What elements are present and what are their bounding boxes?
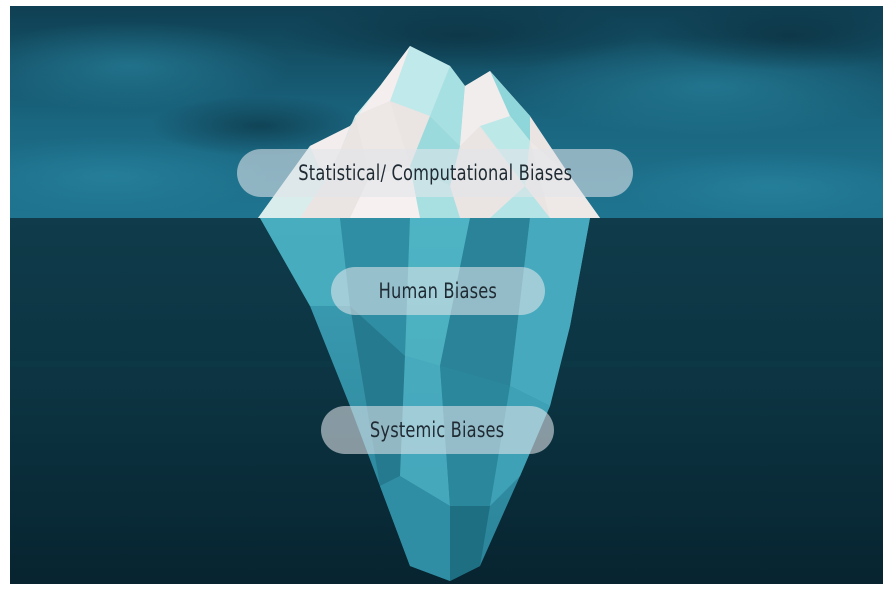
iceberg-diagram: Statistical/ Computational Biases Human … xyxy=(10,6,883,584)
label-systemic-biases: Systemic Biases xyxy=(321,406,554,454)
label-human-biases: Human Biases xyxy=(331,267,545,315)
label-statistical-computational-biases: Statistical/ Computational Biases xyxy=(237,149,633,197)
iceberg-illustration xyxy=(10,6,883,584)
